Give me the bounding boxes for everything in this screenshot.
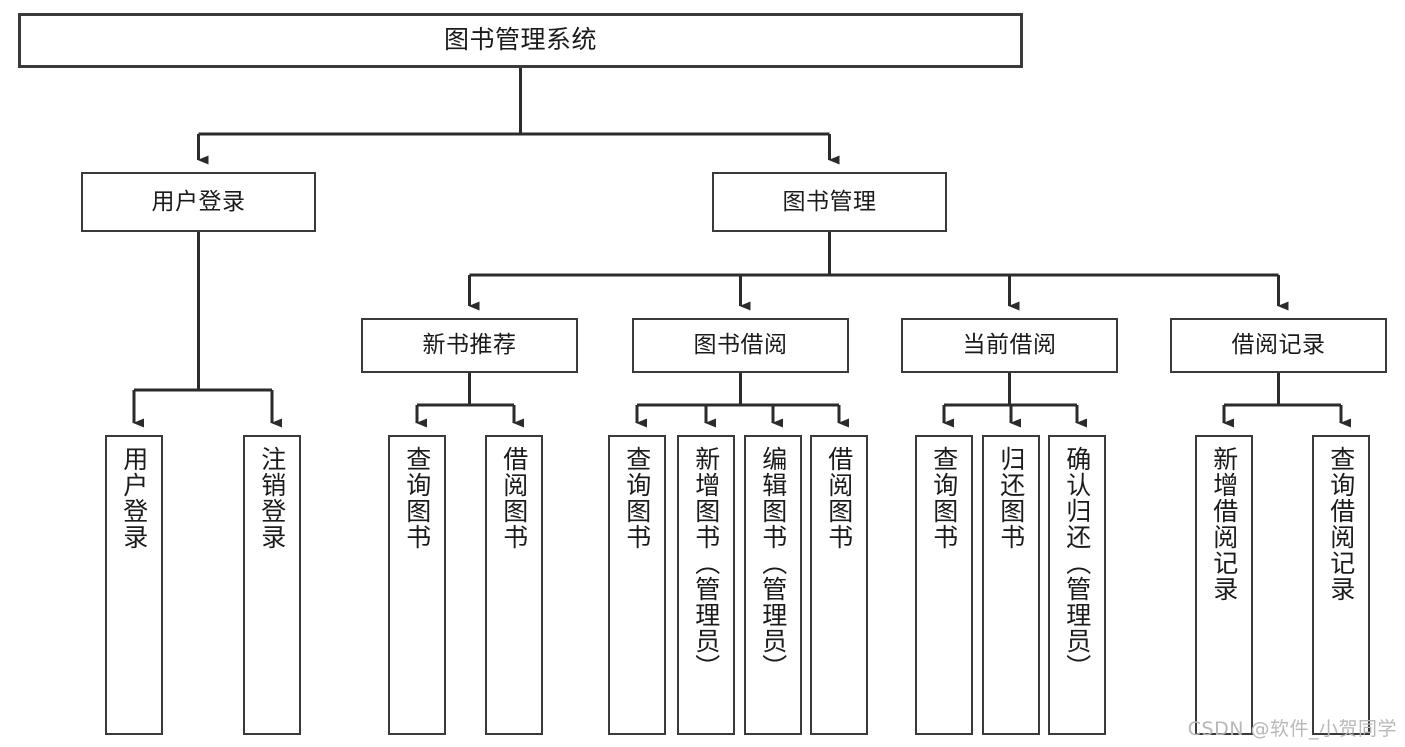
- branch-node-book-borrow[interactable]: 图书借阅: [632, 318, 849, 373]
- branch-node-borrow-record[interactable]: 借阅记录: [1170, 318, 1387, 373]
- branch-node-user-login[interactable]: 用户登录: [81, 172, 316, 232]
- leaf-node-leaf-return-book[interactable]: 归还图书: [982, 435, 1040, 735]
- leaf-node-leaf-borrow-book-1[interactable]: 借阅图书: [485, 435, 543, 735]
- leaf-node-leaf-query-book-1[interactable]: 查询图书: [388, 435, 446, 735]
- node-label: 图书借阅: [693, 332, 788, 359]
- leaf-node-leaf-user-login[interactable]: 用户登录: [105, 435, 163, 735]
- branch-node-current-borrow[interactable]: 当前借阅: [901, 318, 1118, 373]
- node-label: 借阅图书: [824, 446, 854, 550]
- node-label: 用户登录: [119, 446, 149, 550]
- branch-node-book-manage[interactable]: 图书管理: [712, 172, 947, 232]
- node-label: 当前借阅: [962, 332, 1057, 359]
- node-label: 查询借阅记录: [1326, 446, 1356, 602]
- node-label: 新书推荐: [422, 332, 517, 359]
- leaf-node-leaf-query-borrow-record[interactable]: 查询借阅记录: [1312, 435, 1370, 735]
- branch-node-new-book-recommend[interactable]: 新书推荐: [361, 318, 578, 373]
- node-label: 确认归还（管理员）: [1062, 446, 1092, 680]
- node-label: 查询图书: [929, 446, 959, 550]
- leaf-node-leaf-user-logout[interactable]: 注销登录: [243, 435, 301, 735]
- leaf-node-leaf-add-borrow-record[interactable]: 新增借阅记录: [1195, 435, 1253, 735]
- node-label: 借阅图书: [499, 446, 529, 550]
- node-label: 归还图书: [996, 446, 1026, 550]
- root-node-图书管理系统[interactable]: 图书管理系统: [18, 13, 1023, 68]
- node-label: 查询图书: [622, 446, 652, 550]
- csdn-watermark: CSDN @软件_小贺同学: [1187, 718, 1397, 740]
- node-label: 新增借阅记录: [1209, 446, 1239, 602]
- leaf-node-leaf-query-book-3[interactable]: 查询图书: [915, 435, 973, 735]
- node-label: 查询图书: [402, 446, 432, 550]
- node-label: 注销登录: [257, 446, 287, 550]
- leaf-node-leaf-confirm-return-admin[interactable]: 确认归还（管理员）: [1048, 435, 1106, 735]
- leaf-node-leaf-query-book-2[interactable]: 查询图书: [608, 435, 666, 735]
- node-label: 编辑图书（管理员）: [758, 446, 788, 680]
- leaf-node-leaf-borrow-book-2[interactable]: 借阅图书: [810, 435, 868, 735]
- leaf-node-leaf-edit-book-admin[interactable]: 编辑图书（管理员）: [744, 435, 802, 735]
- node-label: 借阅记录: [1231, 332, 1326, 359]
- node-label: 图书管理: [782, 188, 877, 215]
- node-label: 用户登录: [151, 188, 246, 215]
- leaf-node-leaf-add-book-admin[interactable]: 新增图书（管理员）: [677, 435, 735, 735]
- node-label: 图书管理系统: [443, 25, 597, 55]
- node-label: 新增图书（管理员）: [691, 446, 721, 680]
